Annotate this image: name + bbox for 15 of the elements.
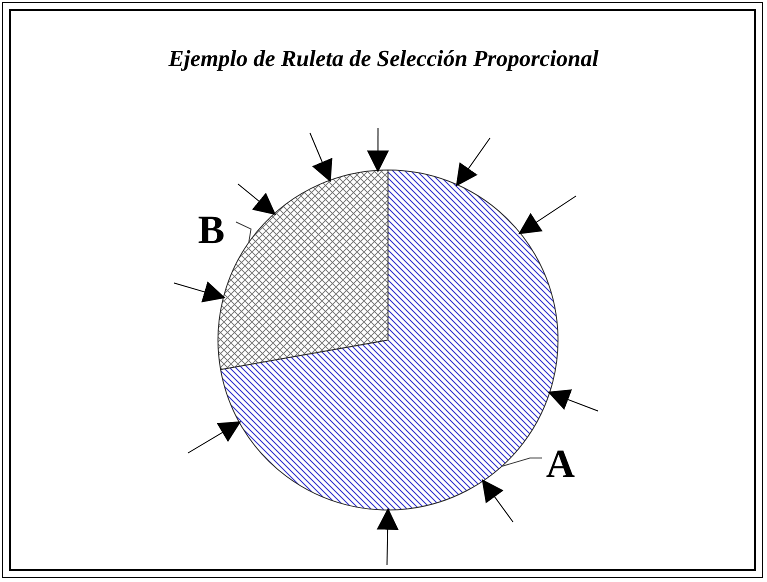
title: Ejemplo de Ruleta de Selección Proporcional xyxy=(167,46,600,72)
slice-label: B xyxy=(198,210,225,250)
arrow xyxy=(238,184,276,216)
leader-line xyxy=(236,222,252,243)
slice-label: A xyxy=(546,444,575,484)
arrow xyxy=(366,128,389,172)
arrow xyxy=(456,138,490,186)
arrow xyxy=(518,196,576,234)
leader-line xyxy=(501,458,542,467)
arrow xyxy=(548,389,598,412)
arrow xyxy=(376,508,399,566)
arrow xyxy=(188,421,242,454)
arrow xyxy=(174,281,226,302)
arrow xyxy=(482,479,514,522)
arrow xyxy=(310,132,332,182)
